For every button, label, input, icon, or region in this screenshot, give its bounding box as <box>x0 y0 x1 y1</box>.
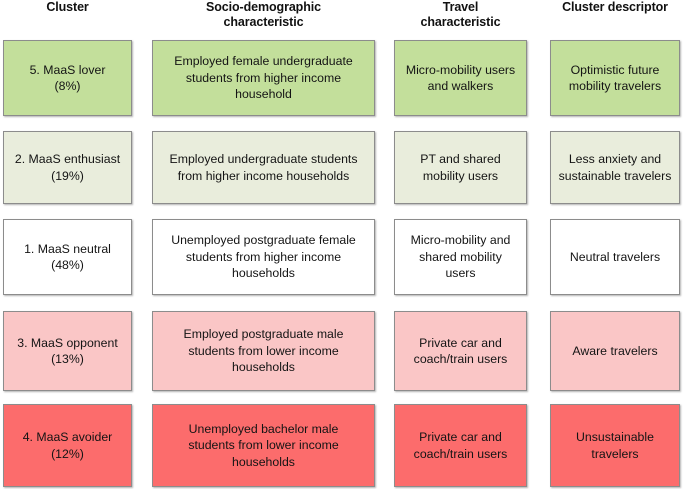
cell-cluster: 4. MaaS avoider(12%) <box>3 404 132 487</box>
cell-cluster: 1. MaaS neutral(48%) <box>3 219 132 295</box>
cell-cluster-descriptor: Aware travelers <box>550 311 680 391</box>
column-header-cluster-descriptor: Cluster descriptor <box>562 0 668 14</box>
cell-cluster: 5. MaaS lover(8%) <box>3 40 132 116</box>
cell-cluster-descriptor: Neutral travelers <box>550 219 680 295</box>
cell-cluster: 2. MaaS enthusiast(19%) <box>3 131 132 204</box>
cell-cluster: 3. MaaS opponent(13%) <box>3 311 132 391</box>
column-header-cluster: Cluster <box>46 0 89 14</box>
